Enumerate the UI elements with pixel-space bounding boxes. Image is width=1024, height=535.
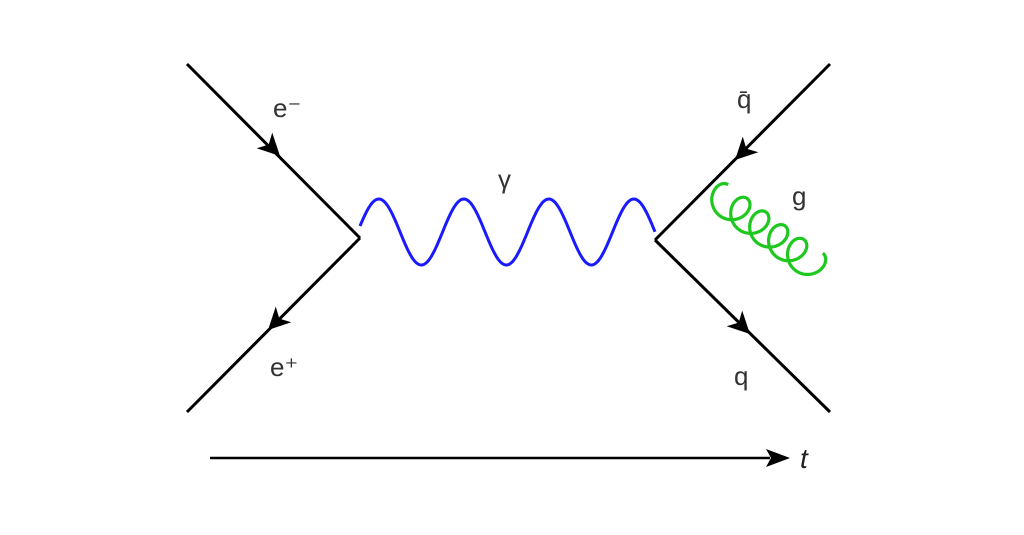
time-axis-arrow-icon bbox=[766, 449, 790, 467]
positron-label: e⁺ bbox=[270, 352, 298, 382]
photon-label: γ bbox=[498, 164, 511, 194]
gluon-label: g bbox=[792, 181, 806, 211]
quark-label: q bbox=[734, 361, 748, 391]
antiquark-label: q̄ bbox=[737, 84, 751, 114]
photon-wave bbox=[358, 197, 657, 267]
time-axis-label: t bbox=[800, 443, 809, 474]
electron-label: e⁻ bbox=[273, 93, 301, 123]
gluon-curl bbox=[710, 181, 828, 277]
